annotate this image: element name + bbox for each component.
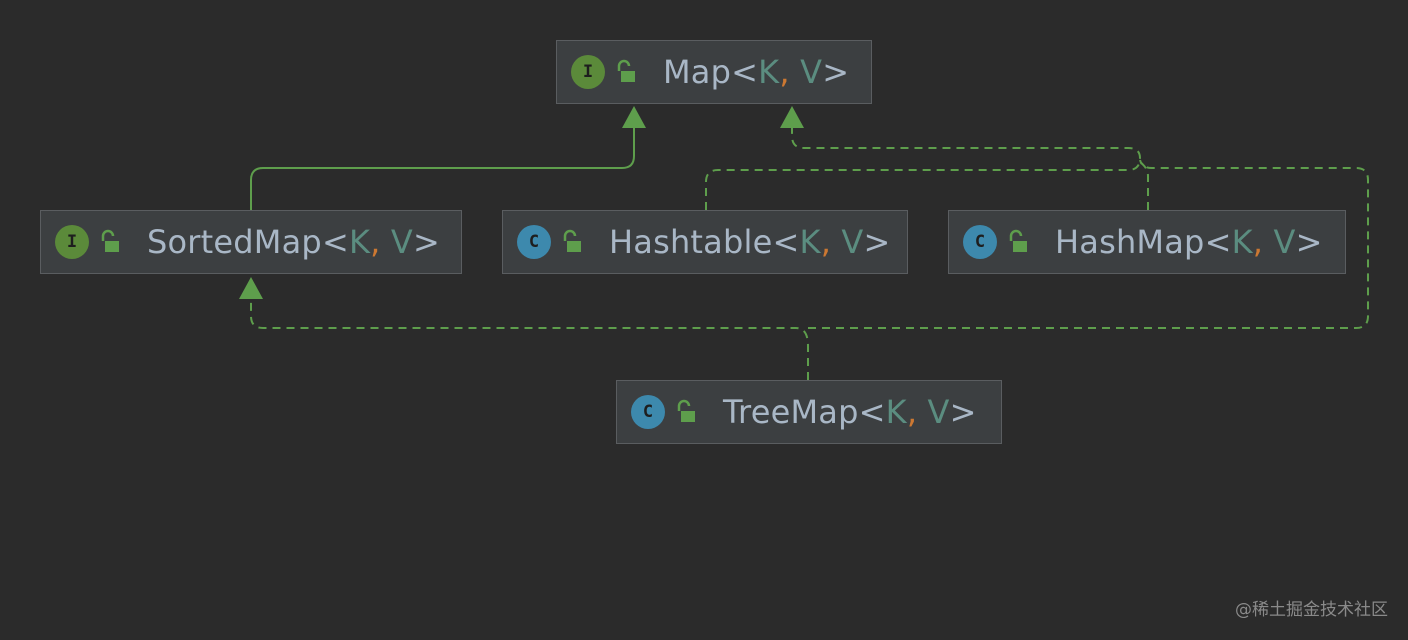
node-label: Hashtable<K, V> [609, 223, 891, 261]
class-icon: C [631, 395, 665, 429]
class-icon: C [963, 225, 997, 259]
node-hashtable[interactable]: C Hashtable<K, V> [502, 210, 908, 274]
edge-sortedmap-to-map [250, 126, 635, 210]
unlock-icon [563, 229, 581, 252]
edge-hashtable-to-map [705, 126, 1142, 210]
edge-hashmap-to-map [1139, 161, 1149, 210]
node-label: TreeMap<K, V> [723, 393, 977, 431]
node-label: HashMap<K, V> [1055, 223, 1323, 261]
unlock-icon [617, 59, 635, 82]
node-label: SortedMap<K, V> [147, 223, 440, 261]
watermark: @稀土掘金技术社区 [1235, 600, 1388, 620]
node-hashmap[interactable]: C HashMap<K, V> [948, 210, 1346, 274]
node-sortedmap[interactable]: I SortedMap<K, V> [40, 210, 462, 274]
interface-icon: I [55, 225, 89, 259]
node-treemap[interactable]: C TreeMap<K, V> [616, 380, 1002, 444]
unlock-icon [1009, 229, 1027, 252]
node-label: Map<K, V> [663, 53, 850, 91]
unlock-icon [101, 229, 119, 252]
edge-treemap-to-sortedmap [250, 298, 809, 380]
arrowhead-map-right [780, 106, 804, 128]
interface-icon: I [571, 55, 605, 89]
arrowhead-sortedmap [239, 277, 263, 299]
unlock-icon [677, 399, 695, 422]
node-map[interactable]: I Map<K, V> [556, 40, 872, 104]
class-icon: C [517, 225, 551, 259]
arrowhead-map-left [622, 106, 646, 128]
